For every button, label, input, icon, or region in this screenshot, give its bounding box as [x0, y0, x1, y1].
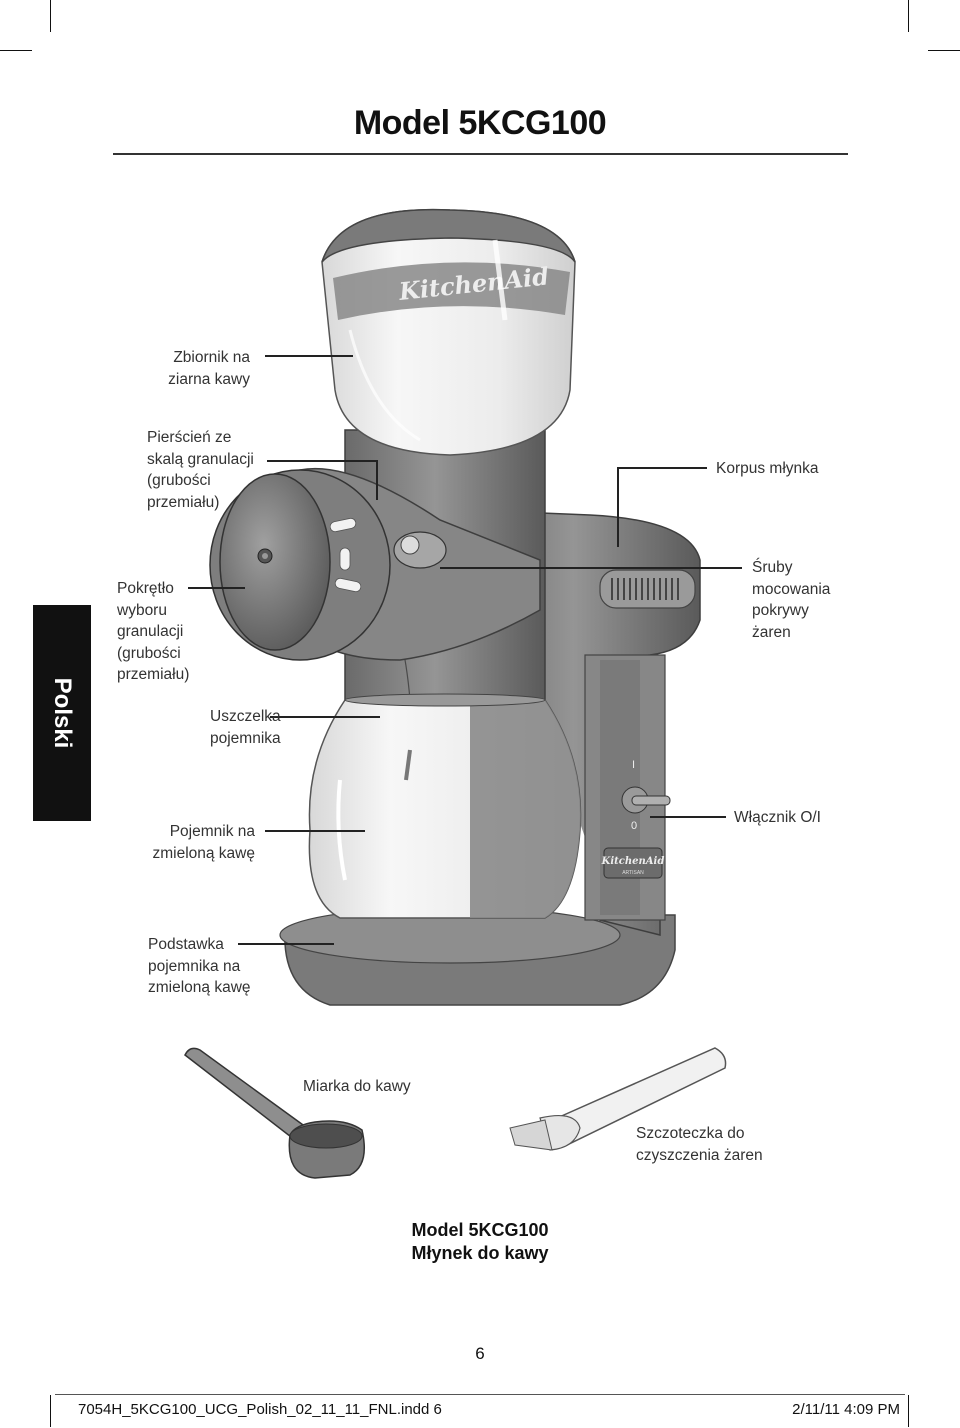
- leader-line: [617, 467, 619, 547]
- slug-filename: 7054H_5KCG100_UCG_Polish_02_11_11_FNL.in…: [78, 1401, 442, 1418]
- crop-mark: [0, 50, 32, 51]
- crop-mark: [908, 1395, 909, 1427]
- leader-line: [617, 467, 707, 469]
- crop-mark: [908, 0, 909, 32]
- crop-mark: [50, 0, 51, 32]
- label-switch: Włącznik O/I: [734, 809, 821, 826]
- page-title: Model 5KCG100: [353, 104, 607, 142]
- badge-logo: KitchenAid: [601, 856, 665, 867]
- language-tab: Polski: [33, 605, 91, 821]
- footer-title: Model 5KCG100 Młynek do kawy: [0, 1219, 960, 1265]
- leader-line: [440, 567, 742, 569]
- slug-line: [55, 1394, 905, 1428]
- leader-line: [650, 816, 726, 818]
- badge-subtext: ARTISAN: [622, 870, 644, 876]
- switch-on-mark: I: [632, 759, 635, 771]
- slug-date: 2/11/11 4:09 PM: [792, 1401, 900, 1418]
- leader-line: [265, 830, 365, 832]
- footer-model: Model 5KCG100: [411, 1220, 549, 1240]
- leader-line: [238, 943, 334, 945]
- label-motor-housing: Korpus młynka: [716, 460, 819, 477]
- leader-line: [188, 587, 245, 589]
- crop-mark: [50, 1395, 51, 1427]
- footer-product: Młynek do kawy: [411, 1243, 549, 1263]
- leader-line: [270, 716, 380, 718]
- leader-line: [267, 460, 377, 462]
- leader-line: [265, 355, 353, 357]
- label-scoop: Miarka do kawy: [303, 1078, 411, 1095]
- page-number: 6: [475, 1344, 485, 1363]
- title-rule: [113, 153, 848, 155]
- leader-line: [376, 460, 378, 500]
- crop-mark: [928, 50, 960, 51]
- switch-off-mark: 0: [631, 820, 637, 832]
